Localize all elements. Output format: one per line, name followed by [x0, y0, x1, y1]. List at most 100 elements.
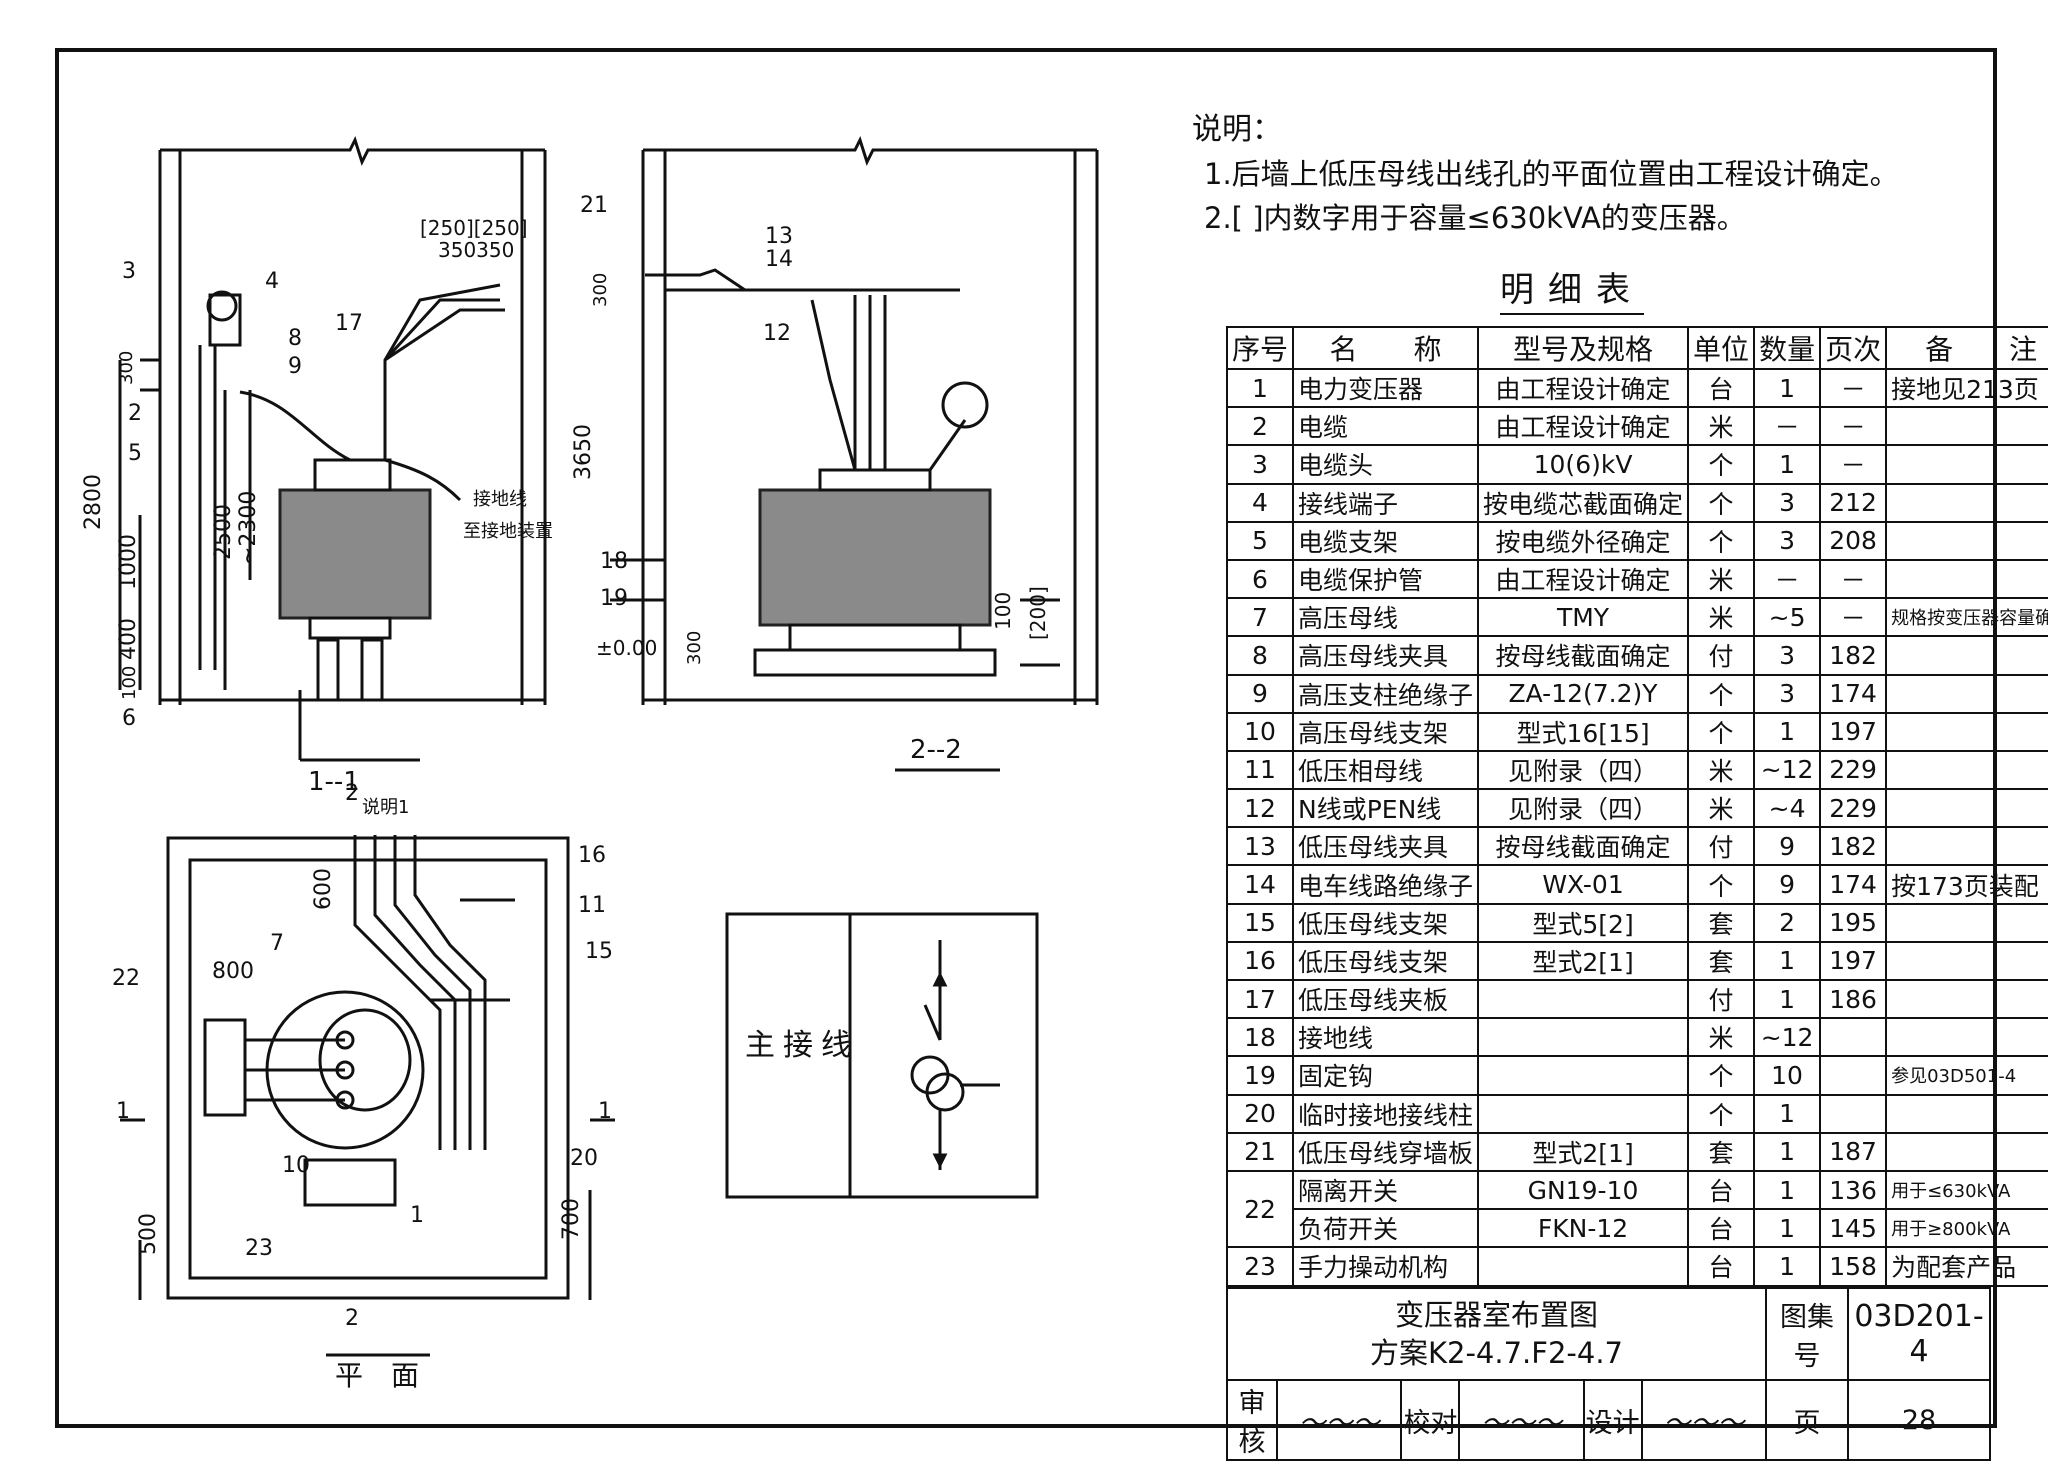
plan-label: 平 面 [335, 1359, 419, 1392]
cell-unit: 付 [1687, 826, 1756, 867]
cell-page: 229 [1819, 788, 1888, 829]
cell-note [1885, 635, 2048, 676]
callout-10: 10 [282, 1153, 310, 1178]
cell-page: 174 [1819, 864, 1888, 905]
cell-page: 197 [1819, 940, 1888, 982]
cell-name: 接线端子 [1292, 482, 1480, 523]
cell-note: 接地见213页 [1885, 367, 2048, 409]
cell-name: 高压支柱绝缘子 [1292, 673, 1480, 714]
cell-note [1885, 558, 2048, 600]
cell-spec: ZA-12(7.2)Y [1477, 673, 1690, 714]
cell-unit: 个 [1687, 711, 1756, 752]
header-note: 备 注 [1885, 326, 2048, 370]
cell-spec: 10(6)kV [1477, 444, 1690, 485]
dim-600: 600 [311, 868, 336, 910]
cell-qty: 2 [1753, 902, 1822, 943]
cell-qty: ~12 [1753, 1017, 1822, 1058]
cell-unit: 米 [1687, 1017, 1756, 1058]
cell-no: 4 [1225, 482, 1295, 523]
ground-device-label: 至接地装置 [463, 521, 553, 542]
cell-no: 23 [1225, 1246, 1295, 1287]
callout-2: 2 [128, 401, 142, 426]
title-block: 变压器室布置图 方案K2-4.7.F2-4.7 图集号 03D201-4 审核 … [1226, 1287, 1991, 1461]
cell-page: 182 [1819, 826, 1888, 867]
cell-qty: 9 [1753, 864, 1822, 905]
cell-note [1885, 520, 2048, 561]
cell-no: 16 [1225, 940, 1295, 982]
callout-15: 15 [585, 939, 613, 964]
dim-1000: 1000 [116, 534, 141, 590]
cell-spec: WX-01 [1477, 864, 1690, 905]
cell-name: 高压母线夹具 [1292, 635, 1480, 676]
cell-unit: 套 [1687, 1131, 1756, 1172]
cell-qty: ~12 [1753, 749, 1822, 791]
cell-note: 为配套产品 [1885, 1246, 2048, 1287]
cell-page: － [1819, 406, 1888, 447]
section-mark-1-right: 1 [598, 1099, 612, 1124]
cell-qty: 1 [1753, 1169, 1822, 1211]
title-cell: 变压器室布置图 方案K2-4.7.F2-4.7 [1226, 1287, 1767, 1381]
cell-spec [1477, 978, 1690, 1020]
cell-note [1885, 1017, 2048, 1058]
page-number: 28 [1847, 1379, 1991, 1461]
cell-note [1885, 902, 2048, 943]
cell-page: 182 [1819, 635, 1888, 676]
callout-6: 6 [122, 706, 136, 731]
cell-no: 11 [1225, 749, 1295, 791]
cell-spec: 见附录（四） [1477, 749, 1690, 791]
cell-page: 208 [1819, 520, 1888, 561]
header-spec: 型号及规格 [1477, 326, 1690, 370]
review-label: 审核 [1226, 1379, 1278, 1461]
callout-20: 20 [570, 1146, 598, 1171]
cell-unit: 个 [1687, 482, 1756, 523]
cell-no: 19 [1225, 1055, 1295, 1096]
cell-qty: 1 [1753, 1131, 1822, 1172]
dim-2500: 2500 [211, 504, 236, 560]
cell-page: 187 [1819, 1131, 1888, 1172]
section-1-1 [118, 136, 547, 762]
drawing-title: 变压器室布置图 [1394, 1298, 1598, 1332]
cell-no: 3 [1225, 444, 1295, 485]
cell-page: － [1819, 558, 1888, 600]
dim-2800: 2800 [81, 474, 106, 530]
cell-no: 17 [1225, 978, 1295, 1020]
cell-name: N线或PEN线 [1292, 788, 1480, 829]
main-wiring-label: 主接线 [745, 1028, 859, 1063]
dim-250: [250][250] [420, 216, 528, 240]
header-no: 序号 [1225, 326, 1295, 370]
table-header-row: 序号 名 称 型号及规格 单位 数量 页次 备 注 [1225, 326, 2048, 370]
cell-page [1819, 1055, 1888, 1096]
cell-spec [1477, 1093, 1690, 1134]
cell-qty: 1 [1753, 367, 1822, 409]
cell-unit: 付 [1687, 978, 1756, 1020]
cell-note [1885, 749, 2048, 791]
cell-page: 229 [1819, 749, 1888, 791]
cell-qty: 9 [1753, 826, 1822, 867]
cell-spec: 见附录（四） [1477, 788, 1690, 829]
cell-page: 212 [1819, 482, 1888, 523]
callout-5: 5 [128, 441, 142, 466]
cell-qty: ~4 [1753, 788, 1822, 829]
dim-2300: ~2300 [236, 491, 261, 565]
cell-unit: 个 [1687, 864, 1756, 905]
cell-no: 1 [1225, 367, 1295, 409]
plan-view [120, 835, 615, 1357]
cell-spec: 由工程设计确定 [1477, 406, 1690, 447]
cell-name: 电车线路绝缘子 [1292, 864, 1480, 905]
cell-qty: 1 [1753, 444, 1822, 485]
cell-qty: ~5 [1753, 597, 1822, 638]
cell-note [1885, 482, 2048, 523]
cell-page [1819, 1093, 1888, 1134]
check-signature: 〜〜〜 [1458, 1379, 1585, 1461]
cell-spec: 按母线截面确定 [1477, 635, 1690, 676]
cell-note: 按173页装配 [1885, 864, 2048, 905]
notes: 说明： 1.后墙上低压母线出线孔的平面位置由工程设计确定。 2.[ ]内数字用于… [1192, 108, 1899, 240]
callout-16: 16 [578, 843, 606, 868]
cell-page: 197 [1819, 711, 1888, 752]
section-1-1-label: 1--1 [308, 767, 360, 797]
